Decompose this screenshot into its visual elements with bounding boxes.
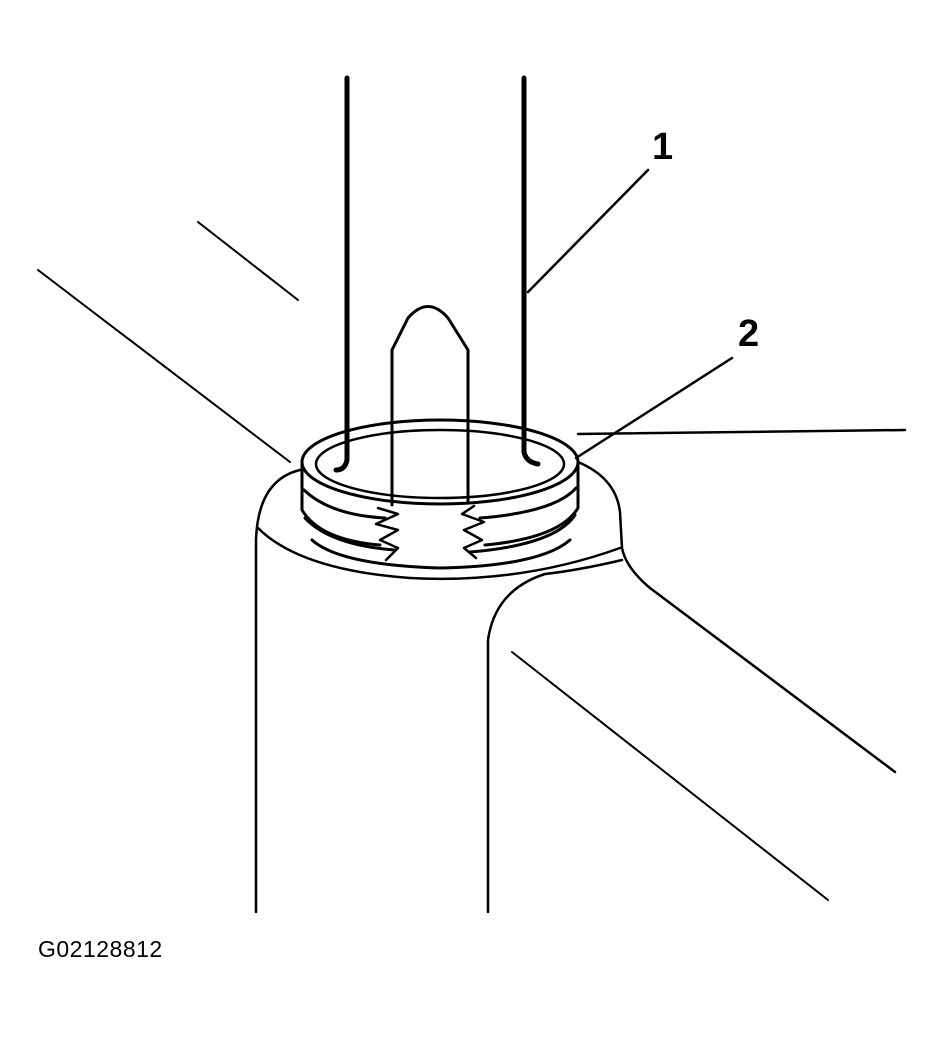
figure-id-label: G02128812 <box>38 936 163 962</box>
fitting-thread-1 <box>300 462 382 547</box>
tool-shaft-right <box>521 75 541 467</box>
fitting-thread-5 <box>303 516 397 552</box>
callout-2-label: 2 <box>738 313 760 355</box>
fitting-thread-3 <box>302 488 387 520</box>
fitting-thread-2 <box>483 460 580 547</box>
housing-inner-edge <box>486 558 624 914</box>
reference-line <box>576 428 907 436</box>
background-line <box>511 651 829 901</box>
inner-pin <box>390 305 470 507</box>
tool-shaft-left <box>333 75 350 473</box>
background-line <box>37 269 291 463</box>
background-line <box>197 221 299 301</box>
fitting-inner-ring <box>314 428 566 500</box>
fitting-thread-6 <box>468 513 577 554</box>
callout-1-leader <box>526 168 650 294</box>
housing-top-ledge <box>256 526 622 581</box>
callout-1-label: 1 <box>652 126 674 168</box>
housing-collar-outline <box>576 460 897 774</box>
fitting-base <box>310 538 572 570</box>
pin-break-right <box>460 504 486 560</box>
pin-break-left <box>374 506 400 562</box>
fitting-thread-4 <box>478 486 578 520</box>
callout-2-leader <box>574 356 734 460</box>
housing-body-outline <box>254 468 302 914</box>
